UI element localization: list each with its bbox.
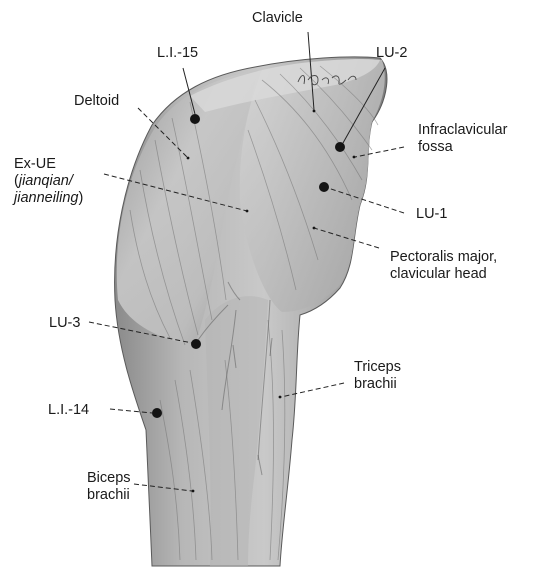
label-infraclavicular-fossa: Infraclavicular fossa bbox=[418, 122, 507, 156]
point-lu1 bbox=[319, 182, 329, 192]
exue-jianqian: jianqian/ bbox=[19, 173, 73, 189]
arm-silhouette bbox=[115, 57, 387, 566]
label-triceps-brachii: Triceps brachii bbox=[354, 359, 401, 393]
label-clavicle: Clavicle bbox=[252, 10, 303, 27]
label-deltoid: Deltoid bbox=[74, 93, 119, 110]
label-ex-ue: Ex-UE (jianqian/ jianneiling) bbox=[14, 156, 83, 207]
exue-close-paren: ) bbox=[79, 190, 84, 206]
label-lu1: LU-1 bbox=[416, 206, 447, 223]
point-li15 bbox=[190, 114, 200, 124]
label-lu3: LU-3 bbox=[49, 315, 80, 332]
point-lu2 bbox=[335, 142, 345, 152]
label-li14: L.I.-14 bbox=[48, 402, 89, 419]
label-li15: L.I.-15 bbox=[157, 45, 198, 62]
label-pectoralis-major: Pectoralis major, clavicular head bbox=[390, 249, 497, 283]
label-biceps-brachii: Biceps brachii bbox=[87, 470, 131, 504]
label-lu2: LU-2 bbox=[376, 45, 407, 62]
point-li14 bbox=[152, 408, 162, 418]
exue-jianneiling: jianneiling bbox=[14, 190, 79, 206]
point-lu3 bbox=[191, 339, 201, 349]
